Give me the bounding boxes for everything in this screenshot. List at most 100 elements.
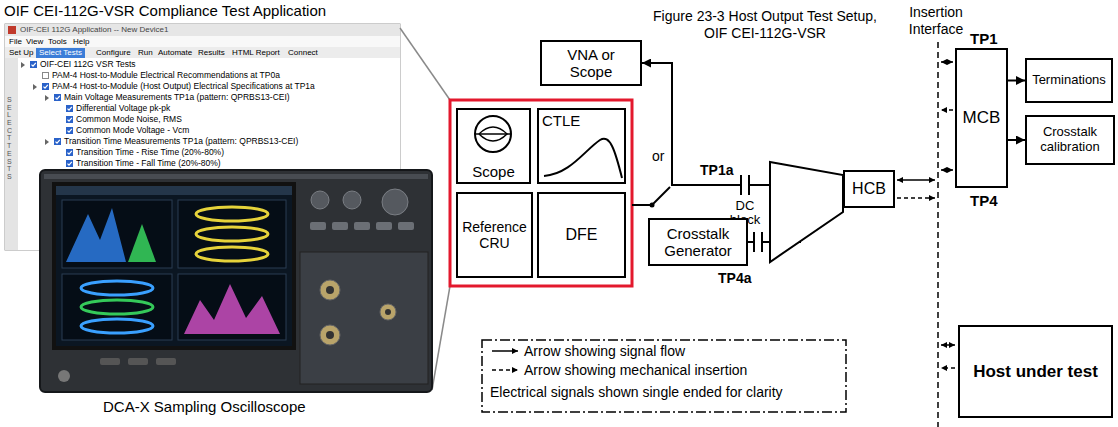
zoom-line xyxy=(432,286,450,390)
tree-expander xyxy=(45,95,49,101)
tree-item: PAM-4 Host-to-Module (Host Output) Elect… xyxy=(52,81,315,92)
capacitor-plate xyxy=(748,175,750,195)
connector-core xyxy=(385,309,391,315)
screen-frame xyxy=(52,182,296,350)
node-text: MCB xyxy=(963,108,1001,128)
capacitor-gap xyxy=(754,232,762,252)
tree-expander xyxy=(21,62,25,68)
capacitor-plate xyxy=(753,232,755,252)
legend-sample xyxy=(490,364,520,376)
knob xyxy=(343,191,361,209)
fixture-box: MCB xyxy=(955,48,1008,188)
node-text: CTLE xyxy=(542,112,580,129)
node-text: Crosstalk Generator xyxy=(653,225,743,260)
spectrum xyxy=(184,284,280,334)
photo-caption: DCA-X Sampling Oscilloscope xyxy=(103,398,306,416)
screen-panel xyxy=(178,200,286,268)
window-titlebar xyxy=(5,24,400,36)
interface-label: Insertion Interface xyxy=(896,4,976,38)
figure-label: Figure 23-3 Host Output Test Setup, OIF … xyxy=(650,8,880,42)
checkbox-checked xyxy=(66,127,73,134)
dashed-arrow-sample xyxy=(492,369,518,371)
screen xyxy=(56,186,292,346)
eye-diagram xyxy=(196,247,268,261)
tree-item: Transition Time Measurements TP1a (patte… xyxy=(64,136,298,147)
tab-label: Automate xyxy=(158,48,192,58)
menu-item: Help xyxy=(73,37,89,47)
eye-diagram xyxy=(81,300,153,314)
legend-text: Arrow showing mechanical insertion xyxy=(524,362,747,379)
signal-arrow xyxy=(897,179,935,181)
checkbox-checked xyxy=(66,160,73,167)
histogram xyxy=(66,208,126,262)
legend-frame xyxy=(482,340,846,412)
scope-icon xyxy=(479,127,507,141)
insertion-arrow xyxy=(941,109,953,111)
tab-label: Results xyxy=(198,48,225,58)
node-text: VNA or Scope xyxy=(545,46,637,81)
button xyxy=(376,222,392,230)
page-title: OIF CEI-112G-VSR Compliance Test Applica… xyxy=(4,2,326,20)
cru-block: Reference CRU xyxy=(456,192,533,278)
scope-body xyxy=(40,170,432,392)
node-text: HCB xyxy=(852,180,886,198)
tree-item: Differential Voltage pk-pk xyxy=(76,103,170,114)
instrument-frame xyxy=(450,100,632,286)
node-text: Host under test xyxy=(973,362,1098,382)
checkbox-checked xyxy=(66,105,73,112)
tab-label: Connect xyxy=(288,48,318,58)
oscilloscope-photo xyxy=(40,170,432,392)
connector xyxy=(1008,80,1025,82)
menu-item: File xyxy=(9,37,22,47)
checkbox-checked xyxy=(54,138,61,145)
scope-icon xyxy=(475,116,511,152)
side-strip xyxy=(5,58,18,250)
solid-arrow-sample xyxy=(492,350,518,352)
signal-arrow xyxy=(941,169,953,171)
side-tab: SELECT TESTS xyxy=(7,96,14,181)
connector xyxy=(320,280,340,300)
app-icon xyxy=(8,26,16,34)
load-box: Terminations xyxy=(1025,58,1113,103)
menu-item: View xyxy=(26,37,43,47)
tree-item: Main Voltage Measurements TP1a (pattern:… xyxy=(64,92,290,103)
capacitor-plate xyxy=(761,232,763,252)
histogram xyxy=(128,224,156,262)
fixture-box: HCB xyxy=(843,170,895,208)
button xyxy=(332,222,348,230)
node-text: Scope xyxy=(472,163,515,180)
legend-text: Arrow showing signal flow xyxy=(524,343,685,360)
power-button xyxy=(58,370,70,382)
button xyxy=(310,222,326,230)
legend-sample xyxy=(490,345,520,357)
eye-diagram xyxy=(196,207,268,221)
insertion-arrow xyxy=(941,367,955,369)
button xyxy=(156,358,176,365)
button xyxy=(398,222,414,230)
connector xyxy=(380,304,396,320)
capacitor-plate xyxy=(740,175,742,195)
menu-item: Tools xyxy=(48,37,67,47)
window-title: OIF-CEI 112G Application -- New Device1 xyxy=(20,25,168,35)
cable-adapter xyxy=(770,162,843,262)
tab-label: Configure xyxy=(96,48,131,58)
button xyxy=(128,358,148,365)
scope-bezel xyxy=(44,174,428,179)
switch-label: or xyxy=(652,148,664,165)
tab-bar xyxy=(5,47,400,58)
tree-item: Transition Time - Fall Time (20%-80%) xyxy=(76,158,221,169)
tab-label: HTML Report xyxy=(232,48,280,58)
node-text: DFE xyxy=(566,226,598,244)
dfe-block: DFE xyxy=(537,192,626,278)
note: Electrical signals shown single ended fo… xyxy=(490,384,783,401)
connector xyxy=(320,325,340,345)
connector xyxy=(642,63,843,185)
test-point-label: TP4a xyxy=(718,270,751,287)
node-text: Terminations xyxy=(1032,73,1106,88)
test-point-label: TP1 xyxy=(970,30,998,48)
zoom-line xyxy=(400,28,450,100)
tree-expander xyxy=(33,84,37,90)
tab-label: Run xyxy=(138,48,153,58)
checkbox-checked xyxy=(54,94,61,101)
tree-item: Transition Time - Rise Time (20%-80%) xyxy=(76,147,224,158)
